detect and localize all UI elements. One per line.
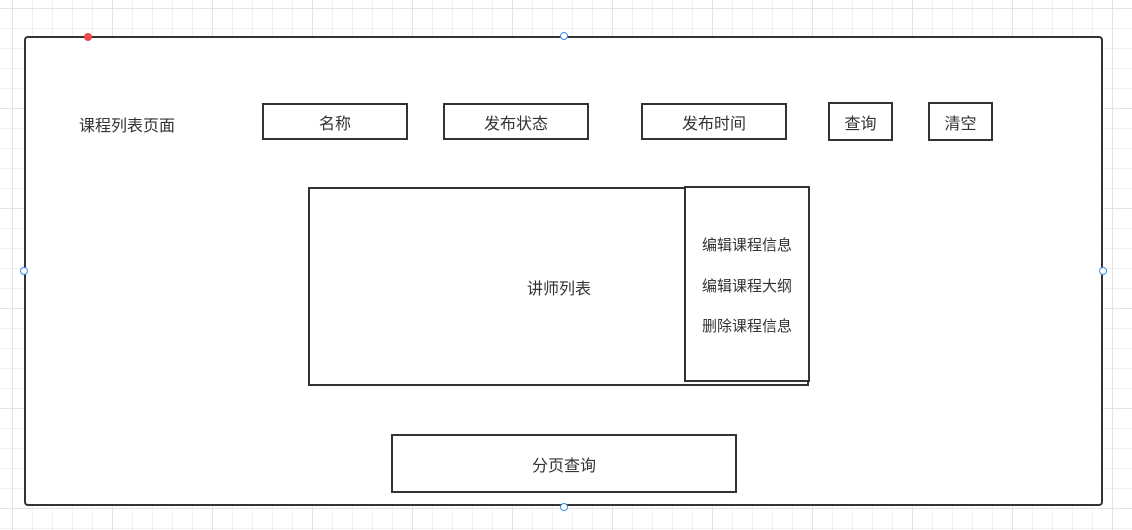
edit-course-outline-label: 编辑课程大纲	[701, 277, 792, 295]
search-button-box: 查询	[828, 102, 893, 141]
resize-handle-bottom[interactable]	[560, 503, 568, 511]
delete-course-info-label: 删除课程信息	[701, 317, 792, 335]
status-filter-box: 发布状态	[443, 103, 589, 140]
resize-handle-right[interactable]	[1099, 267, 1107, 275]
anchor-handle[interactable]	[84, 33, 92, 41]
resize-handle-left[interactable]	[20, 267, 28, 275]
edit-course-info-label: 编辑课程信息	[701, 236, 792, 254]
name-filter-box: 名称	[262, 103, 408, 140]
resize-handle-top[interactable]	[560, 32, 568, 40]
pagination-box: 分页查询	[391, 434, 737, 493]
clear-button-box: 清空	[928, 102, 993, 141]
page-title: 课程列表页面	[79, 116, 176, 135]
action-column-box: 编辑课程信息 编辑课程大纲 删除课程信息	[684, 186, 810, 382]
teacher-list-label: 讲师列表	[527, 278, 592, 298]
time-filter-box: 发布时间	[641, 103, 787, 140]
